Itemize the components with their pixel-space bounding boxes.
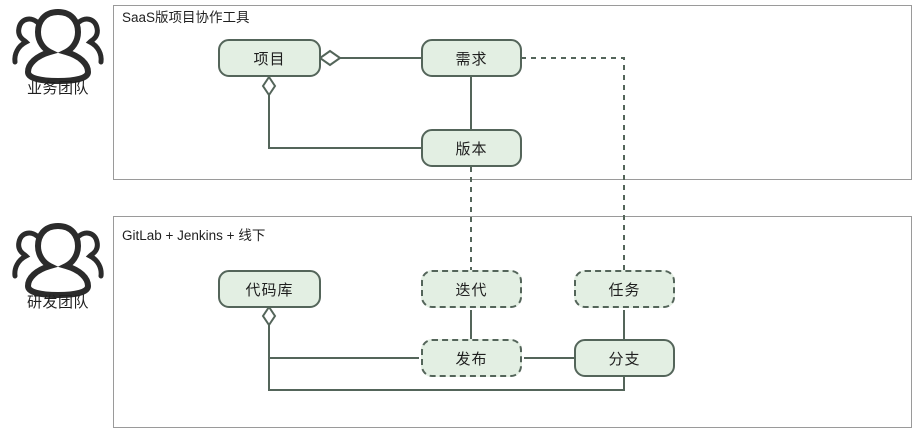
panel-saas-tool-title: SaaS版项目协作工具 (122, 10, 250, 25)
node-iteration-label: 迭代 (455, 281, 488, 299)
node-requirement-label: 需求 (455, 50, 488, 68)
actor-business-team[interactable]: 业务团队 (6, 4, 110, 98)
node-repo-label: 代码库 (245, 281, 294, 299)
node-project-label: 项目 (253, 50, 286, 68)
node-project[interactable]: 项目 (218, 39, 321, 77)
panel-devops-tool (113, 216, 912, 428)
node-requirement[interactable]: 需求 (421, 39, 522, 77)
node-release[interactable]: 发布 (421, 339, 522, 377)
node-version-label: 版本 (455, 140, 488, 158)
node-repo[interactable]: 代码库 (218, 270, 321, 308)
node-iteration[interactable]: 迭代 (421, 270, 522, 308)
actor-rnd-team-label: 研发团队 (26, 294, 89, 311)
actor-business-team-label: 业务团队 (26, 80, 89, 97)
node-release-label: 发布 (455, 350, 488, 368)
node-task[interactable]: 任务 (574, 270, 675, 308)
node-task-label: 任务 (608, 281, 641, 299)
users-group-icon (6, 218, 110, 299)
panel-devops-tool-title: GitLab + Jenkins + 线下 (122, 228, 266, 243)
users-group-icon (6, 4, 110, 85)
node-version[interactable]: 版本 (421, 129, 522, 167)
actor-rnd-team[interactable]: 研发团队 (6, 218, 110, 312)
node-branch-label: 分支 (608, 350, 641, 368)
node-branch[interactable]: 分支 (574, 339, 675, 377)
